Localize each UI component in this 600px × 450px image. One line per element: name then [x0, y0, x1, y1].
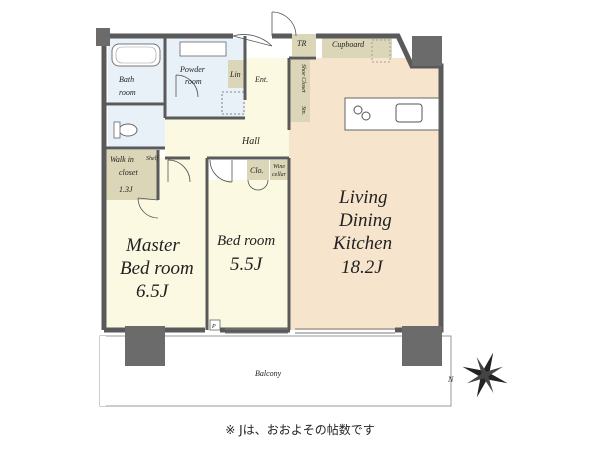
hall-label: Hall: [241, 136, 260, 147]
shelf-label: Shelf: [146, 155, 159, 162]
powder-label-2: room: [185, 77, 202, 86]
compass-icon: [462, 352, 508, 398]
closet-floor: [247, 160, 269, 180]
interior-walls: [106, 36, 316, 330]
windows: [225, 328, 395, 334]
vanity: [179, 41, 227, 57]
bedroom-size: 5.5J: [230, 254, 264, 275]
cupboard-floor: [322, 38, 392, 58]
ldk-label-1: Living: [338, 187, 388, 208]
master-label-1: Master: [125, 235, 180, 256]
master-label-2: Bed room: [120, 258, 194, 279]
bath-label-1: Bath: [119, 75, 134, 84]
stn-label: Stn.: [300, 106, 306, 115]
lin-label: Lin: [229, 70, 241, 79]
stove-icon: [353, 105, 363, 115]
bathtub: [111, 43, 161, 67]
shoe-closet-floor: [290, 58, 310, 122]
room-doors: [137, 74, 269, 219]
wine-label-1: Wine: [273, 164, 285, 170]
tr-label: TR: [297, 39, 306, 48]
shoe-closet-label: Shoe Closet: [300, 64, 306, 93]
clo-label: Clo.: [250, 166, 264, 175]
entrance-floor: [245, 58, 289, 102]
column-top-right: [412, 36, 442, 66]
washer-pan: [221, 91, 245, 115]
p-label: P: [211, 324, 216, 330]
cupboard-label: Cupboard: [332, 40, 365, 49]
balcony-label: Balcony: [255, 369, 282, 378]
tr-floor: [292, 34, 316, 56]
sink-icon: [395, 103, 423, 123]
toilet: [118, 123, 138, 137]
master-size: 6.5J: [136, 281, 170, 302]
area-note: ※ Jは、おおよその帖数です: [225, 423, 375, 437]
ldk-size: 18.2J: [341, 257, 384, 278]
lin-floor: [228, 60, 244, 88]
ldk-label-3: Kitchen: [332, 233, 392, 254]
wine-cellar-floor: [270, 160, 290, 180]
walk-in-label-2: closet: [119, 168, 138, 177]
column-top-left: [96, 28, 110, 46]
compass-letter: N: [447, 375, 454, 384]
bedroom-floor: [207, 180, 289, 330]
walk-in-closet-floor: [106, 150, 158, 200]
ent-label: Ent.: [254, 75, 268, 84]
wine-label-2: cellar: [272, 172, 287, 178]
powder-label-1: Powder: [179, 65, 206, 74]
entrance-door: [232, 11, 297, 47]
bath-label-2: room: [119, 88, 136, 97]
column-bottom-right: [402, 326, 442, 366]
walk-in-label-1: Walk in: [110, 155, 134, 164]
ldk-label-2: Dining: [338, 210, 392, 231]
walk-in-size: 1.3J: [119, 185, 133, 194]
column-bottom-left: [125, 326, 165, 366]
bedroom-label: Bed room: [217, 233, 275, 249]
kitchen-counter: [344, 97, 440, 131]
